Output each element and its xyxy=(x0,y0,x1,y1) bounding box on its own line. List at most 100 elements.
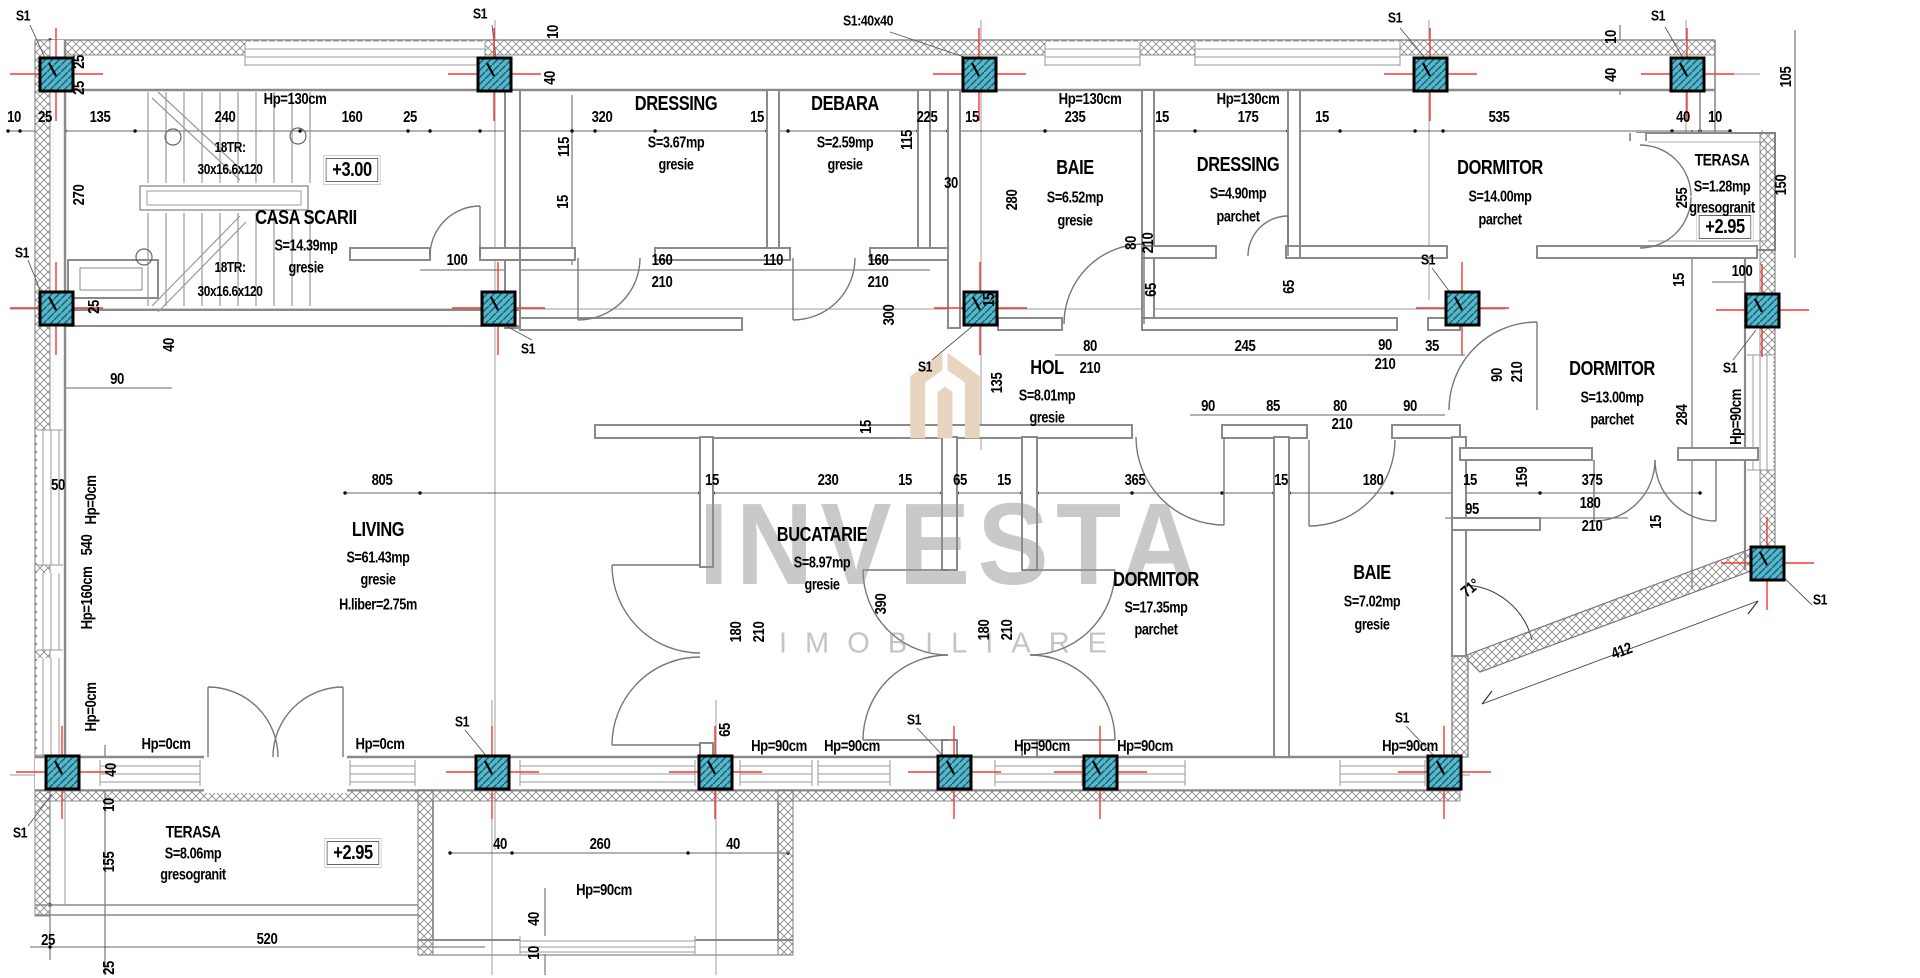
room-sub-label: S=8.06mp xyxy=(164,845,222,863)
dim-label: 210 xyxy=(1581,518,1603,535)
room-label: BAIE xyxy=(1353,562,1391,584)
room-sub-label: gresie xyxy=(1029,409,1065,427)
dim-label: Hp=160cm xyxy=(79,566,96,630)
column-marker-label: S1 xyxy=(1420,251,1436,269)
stair-note: 30x16.6x120 xyxy=(197,283,263,300)
dim-label: 15 xyxy=(705,472,719,489)
dim-label: 40 xyxy=(493,836,507,853)
room-label: DEBARA xyxy=(811,93,879,115)
room-sub-label: S=13.00mp xyxy=(1580,389,1644,407)
dim-label: Hp=0cm xyxy=(83,475,100,525)
room-sub-label: parchet xyxy=(1478,211,1522,229)
room-label: DORMITOR xyxy=(1113,569,1199,591)
dim-label: 15 xyxy=(750,109,764,126)
room-sub-label: S=2.59mp xyxy=(816,134,874,152)
dim-label: 15 xyxy=(981,293,998,307)
dim-label: 100 xyxy=(446,252,468,269)
column-marker-label: S1 xyxy=(12,824,28,842)
dim-label: 230 xyxy=(817,472,839,489)
dim-label: 270 xyxy=(71,184,88,206)
dim-label: 115 xyxy=(556,137,573,157)
dim-label: Hp=130cm xyxy=(1058,91,1122,108)
dim-label: Hp=90cm xyxy=(824,738,880,755)
dim-label: 210 xyxy=(1140,232,1157,254)
dim-label: 135 xyxy=(89,109,111,126)
dim-label: 320 xyxy=(591,109,613,126)
dim-label: 15 xyxy=(858,420,875,434)
room-sub-label: parchet xyxy=(1134,621,1178,639)
dim-label: Hp=0cm xyxy=(83,682,100,732)
dim-label: 90 xyxy=(1201,398,1215,415)
dim-label: 10 xyxy=(1603,30,1620,44)
room-label: TERASA xyxy=(1694,150,1750,170)
column-s1 xyxy=(1721,517,1814,610)
column-s1 xyxy=(1384,28,1477,121)
dim-label: 150 xyxy=(1773,174,1790,196)
column-marker-label: S1 xyxy=(15,7,31,25)
dim-label: 71° xyxy=(1458,576,1484,602)
dim-label: 15 xyxy=(898,472,912,489)
dim-label: 90 xyxy=(110,371,124,388)
column-marker-label: S1 xyxy=(1387,9,1403,27)
dim-label: 245 xyxy=(1234,338,1256,355)
doors xyxy=(207,144,1717,758)
dim-label: 180 xyxy=(976,619,993,641)
dim-label: 15 xyxy=(997,472,1011,489)
dim-label: 80 xyxy=(1123,236,1140,250)
dim-label: 40 xyxy=(542,71,559,85)
dim-label: 280 xyxy=(1004,189,1021,211)
room-sub-label: S=17.35mp xyxy=(1124,599,1188,617)
dim-label: 15 xyxy=(555,195,572,209)
dim-label: 210 xyxy=(651,274,673,291)
dim-label: Hp=90cm xyxy=(1117,738,1173,755)
dim-label: 210 xyxy=(1079,360,1101,377)
column-s1 xyxy=(1716,264,1809,357)
column-marker-label: S1 xyxy=(14,244,30,262)
dim-label: 284 xyxy=(1674,404,1691,426)
dim-label: 115 xyxy=(899,130,916,150)
dim-label: 40 xyxy=(103,763,120,777)
room-sub-label: gresie xyxy=(1354,616,1390,634)
column-marker-label: S1 xyxy=(1650,7,1666,25)
room-sub-label: S=14.39mp xyxy=(274,237,338,255)
dim-label: 65 xyxy=(953,472,967,489)
dim-label: 135 xyxy=(989,372,1006,394)
dim-label: 15 xyxy=(1648,515,1665,529)
room-label: LIVING xyxy=(351,519,405,541)
stair-note: 18TR: xyxy=(214,139,246,156)
room-label: BUCATARIE xyxy=(776,524,868,546)
dim-label: 805 xyxy=(371,472,393,489)
column-marker-label: S1:40x40 xyxy=(842,12,894,30)
room-sub-label: gresogranit xyxy=(160,866,226,884)
room-sub-label: S=4.90mp xyxy=(1209,185,1267,203)
dim-label: 210 xyxy=(1509,361,1526,383)
column-s1 xyxy=(669,726,762,819)
dim-label: 90 xyxy=(1489,368,1506,382)
room-sub-label: parchet xyxy=(1590,411,1634,429)
dim-label: 390 xyxy=(873,593,890,615)
dim-label: 225 xyxy=(916,109,938,126)
stair-note: 30x16.6x120 xyxy=(197,161,263,178)
dim-label: 210 xyxy=(867,274,889,291)
dim-label: 180 xyxy=(728,621,745,643)
column-s1 xyxy=(446,726,539,819)
dim-label: 110 xyxy=(763,252,783,269)
dim-label: Hp=90cm xyxy=(751,738,807,755)
room-sub-label: S=8.97mp xyxy=(793,554,851,572)
dim-label: 10 xyxy=(526,946,543,960)
room-sub-label: parchet xyxy=(1216,208,1260,226)
column-marker-label: S1 xyxy=(1812,591,1828,609)
column-s1 xyxy=(452,262,545,355)
dim-label: 180 xyxy=(1579,495,1601,512)
room-label: CASA SCARII xyxy=(255,207,357,229)
dim-label: 260 xyxy=(589,836,611,853)
column-s1 xyxy=(10,262,103,355)
dim-label: 80 xyxy=(1333,398,1347,415)
dim-label: 65 xyxy=(1143,283,1160,297)
dim-label: 210 xyxy=(1331,416,1353,433)
room-sub-label: S=7.02mp xyxy=(1343,593,1401,611)
room-sub-label: gresie xyxy=(658,156,694,174)
dim-label: 65 xyxy=(717,723,734,737)
dim-label: 90 xyxy=(1378,337,1392,354)
room-sub-label: gresogranit xyxy=(1689,199,1755,217)
